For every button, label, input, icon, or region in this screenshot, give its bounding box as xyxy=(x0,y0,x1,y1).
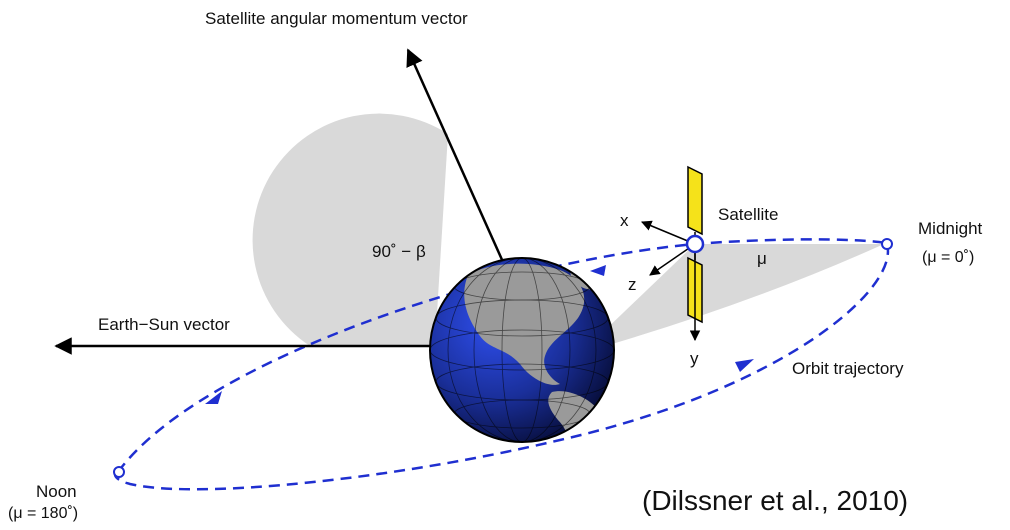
earth-sun-label: Earth−Sun vector xyxy=(98,315,230,334)
noon-mu-label: (μ = 180˚) xyxy=(8,505,78,522)
satellite-body xyxy=(685,234,705,254)
axis-z-label: z xyxy=(628,275,637,294)
orbit-front xyxy=(113,243,890,491)
mu-label: μ xyxy=(757,249,767,268)
axis-y-label: y xyxy=(690,349,699,368)
orbit-trajectory-label: Orbit trajectory xyxy=(792,359,904,378)
orbit-direction-arrow-1 xyxy=(735,359,754,372)
angular-momentum-arrow xyxy=(406,48,505,263)
noon-marker xyxy=(113,466,125,478)
orbit-direction-arrow-2 xyxy=(205,391,222,404)
citation-label: (Dilssner et al., 2010) xyxy=(642,485,908,516)
angle-label: 90˚ − β xyxy=(372,242,426,261)
satellite-label: Satellite xyxy=(718,205,778,224)
midnight-label: Midnight xyxy=(918,219,983,238)
mu-wedge xyxy=(600,244,884,344)
midnight-mu-label: (μ = 0˚) xyxy=(922,249,974,266)
axis-x-label: x xyxy=(620,211,629,230)
earth-globe xyxy=(429,257,615,443)
satellite-x-axis xyxy=(641,220,696,245)
orbit-direction-arrow-3 xyxy=(590,265,606,276)
title-label: Satellite angular momentum vector xyxy=(205,9,468,28)
angle-sector xyxy=(252,113,448,346)
orbit-back xyxy=(116,238,888,473)
noon-label: Noon xyxy=(36,482,77,501)
solar-panel-top xyxy=(687,165,703,236)
satellite xyxy=(641,165,705,342)
continent-north-america xyxy=(464,263,585,385)
midnight-marker xyxy=(881,238,893,250)
